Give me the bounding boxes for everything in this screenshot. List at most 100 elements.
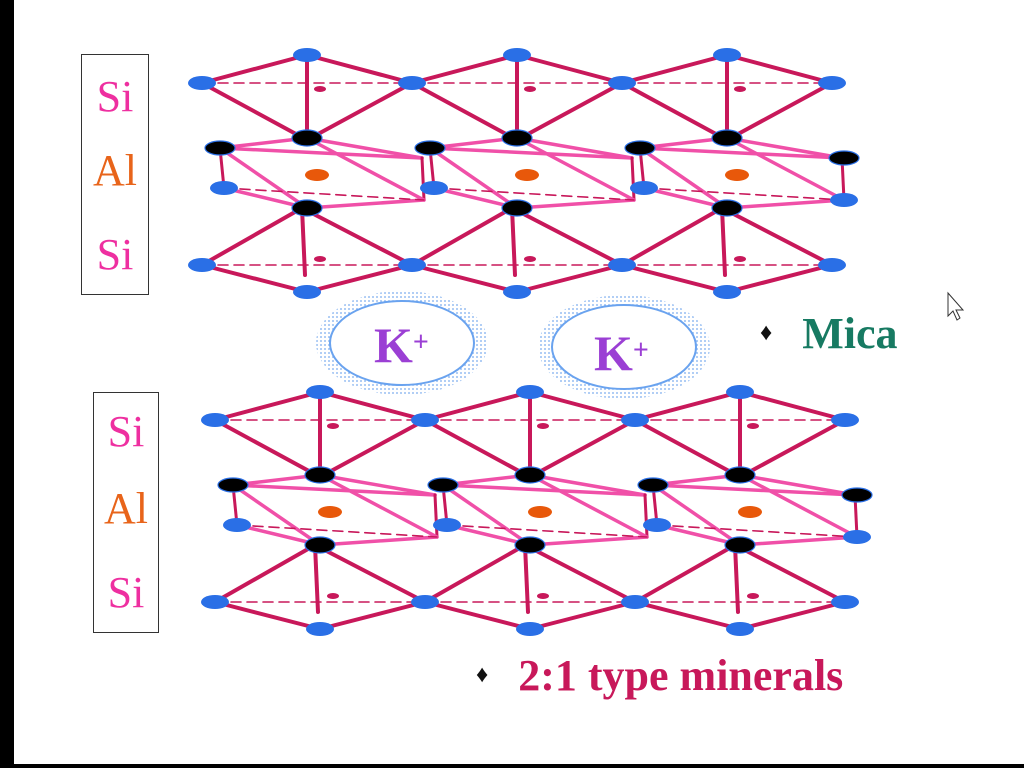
hydroxyl-group [624, 140, 656, 156]
hydroxyl-group [291, 199, 323, 217]
k-ion-right-label: K+ [594, 325, 649, 381]
hydroxyl-group [711, 129, 743, 147]
si-o-bond [528, 418, 637, 479]
al-o-bond [738, 473, 859, 539]
hydroxyl-group [204, 140, 236, 156]
al-o-bond [231, 483, 437, 497]
si-o-bond [313, 543, 320, 614]
oxygen-atom [201, 595, 229, 609]
oxygen-atom [420, 181, 448, 195]
si-o-bond [633, 543, 737, 604]
oxygen-atom [818, 76, 846, 90]
si-o-bond [200, 81, 309, 142]
si-o-bond [510, 206, 517, 277]
si-o-bond [725, 53, 834, 85]
hydroxyl-group [724, 466, 756, 484]
oxygen-atom [188, 258, 216, 272]
al-o-bond [528, 535, 649, 547]
hydroxyl-group [637, 477, 669, 493]
oxygen-atom [726, 385, 754, 399]
si-o-bond [200, 263, 309, 294]
al-o-bond [218, 146, 424, 160]
hidden-edge [236, 524, 438, 538]
si-o-bond [620, 206, 724, 267]
si-o-bond [725, 263, 834, 294]
si-o-bond [523, 543, 637, 604]
oxygen-atom [831, 595, 859, 609]
hidden-edge [223, 187, 425, 201]
hydroxyl-group [304, 466, 336, 484]
al-o-bond [738, 473, 857, 497]
al-o-bond [441, 483, 647, 497]
hydroxyl-group [514, 536, 546, 554]
al-o-bond [738, 535, 859, 547]
al-o-bond [428, 146, 519, 210]
oxygen-atom [411, 595, 439, 609]
si-cation [734, 86, 746, 92]
si-o-bond [200, 53, 309, 85]
oxygen-atom [433, 518, 461, 532]
oxygen-atom [516, 385, 544, 399]
oxygen-atom [188, 76, 216, 90]
si-cation [314, 86, 326, 92]
si-o-bond [318, 600, 427, 631]
oxygen-atom [411, 413, 439, 427]
si-o-bond [423, 418, 532, 479]
oxygen-atom [398, 258, 426, 272]
si-o-bond [738, 600, 847, 631]
si-o-bond [620, 263, 729, 294]
si-o-bond [733, 543, 847, 604]
al-o-bond [305, 198, 426, 210]
si-o-bond [213, 600, 322, 631]
hydroxyl-group [291, 129, 323, 147]
hydroxyl-group [304, 536, 336, 554]
oxygen-atom [713, 48, 741, 62]
bullet-mica: ♦Mica [760, 308, 898, 359]
al-o-bond [725, 198, 846, 210]
si-o-bond [423, 390, 532, 422]
hidden-edge [433, 187, 635, 201]
oxygen-atom [293, 48, 321, 62]
oxygen-atom [293, 285, 321, 299]
al-o-bond [528, 473, 647, 497]
upper-tot-layer [188, 48, 860, 299]
al-o-bond [515, 136, 636, 202]
al-o-bond [515, 198, 636, 210]
oxygen-atom [503, 48, 531, 62]
k-ion-sphere [551, 304, 697, 390]
si-cation [314, 256, 326, 262]
hydroxyl-group [724, 536, 756, 554]
si-o-bond [313, 543, 427, 604]
mineral-type-text: 2:1 type minerals [518, 651, 844, 700]
si-cation [524, 86, 536, 92]
si-cation [747, 593, 759, 599]
upper-si-top-label: Si [96, 72, 134, 121]
al-cation [515, 169, 539, 181]
si-o-bond [720, 206, 727, 277]
si-o-bond [620, 53, 729, 85]
oxygen-atom [210, 181, 238, 195]
oxygen-atom [223, 518, 251, 532]
hydroxyl-group [501, 129, 533, 147]
al-o-bond [630, 156, 636, 202]
al-o-bond [651, 483, 857, 497]
si-o-bond [213, 543, 317, 604]
upper-si-bottom-label: Si [96, 230, 134, 279]
si-o-bond [318, 418, 427, 479]
hidden-edge [446, 524, 648, 538]
hydroxyl-group [414, 140, 446, 156]
oxygen-atom [843, 530, 871, 544]
si-o-bond [515, 81, 624, 142]
al-o-bond [420, 156, 426, 202]
bullet-diamond-icon: ♦ [760, 320, 773, 346]
oxygen-atom [608, 258, 636, 272]
bullet-diamond-icon: ♦ [476, 662, 489, 688]
si-cation [524, 256, 536, 262]
si-o-bond [528, 600, 637, 631]
al-o-bond [305, 136, 424, 160]
oxygen-atom [818, 258, 846, 272]
al-o-bond [433, 493, 439, 539]
si-o-bond [515, 53, 624, 85]
hidden-edge [656, 524, 858, 538]
